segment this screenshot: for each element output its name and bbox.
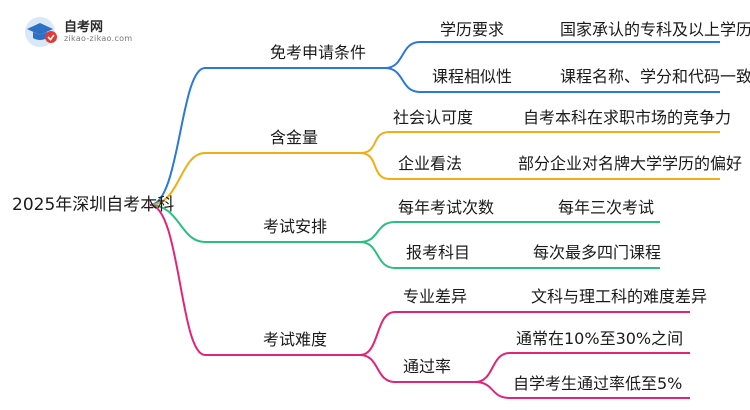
item-detail: 自学考生通过率低至5% bbox=[513, 374, 683, 393]
connector-b1-item2 bbox=[384, 67, 720, 93]
branch-label-difficulty: 考试难度 bbox=[263, 330, 328, 349]
connector-b1-item1 bbox=[384, 41, 720, 69]
item-label: 课程相似性 bbox=[432, 67, 513, 86]
item-detail: 文科与理工科的难度差异 bbox=[531, 287, 708, 306]
connector-root-branch3 bbox=[149, 204, 360, 243]
connector-root-branch4 bbox=[149, 204, 360, 356]
connector-b4-sub1 bbox=[474, 352, 690, 383]
item-detail: 通常在10%至30%之间 bbox=[516, 329, 684, 348]
branch-label-value: 含金量 bbox=[270, 128, 319, 147]
connector-b3-item2 bbox=[359, 241, 660, 269]
item-detail: 部分企业对名牌大学学历的偏好 bbox=[518, 154, 743, 173]
item-detail: 国家承认的专科及以上学历 bbox=[560, 20, 750, 39]
item-detail: 每年三次考试 bbox=[558, 198, 655, 217]
item-detail: 课程名称、学分和代码一致 bbox=[560, 67, 750, 86]
connector-b4-item2 bbox=[359, 354, 475, 383]
item-label: 企业看法 bbox=[398, 154, 463, 173]
item-label: 学历要求 bbox=[440, 20, 505, 39]
connector-b2-item2 bbox=[359, 152, 720, 180]
root-node: 2025年深圳自考本科 bbox=[12, 195, 175, 215]
connector-root-branch2 bbox=[149, 152, 360, 206]
item-label: 通过率 bbox=[403, 357, 452, 376]
connector-root-branch1 bbox=[149, 67, 385, 206]
item-detail: 每次最多四门课程 bbox=[533, 243, 662, 262]
branch-label-exemption: 免考申请条件 bbox=[270, 43, 367, 62]
connector-b3-item1 bbox=[359, 221, 660, 243]
graduation-cap-icon bbox=[25, 17, 57, 47]
site-logo: 自考网 zikao-zikao.com bbox=[20, 12, 138, 52]
item-label: 社会认可度 bbox=[393, 108, 474, 127]
connector-b4-item1 bbox=[359, 311, 690, 356]
connector-b4-sub2 bbox=[474, 381, 690, 399]
logo-url: zikao-zikao.com bbox=[64, 34, 133, 43]
item-label: 报考科目 bbox=[406, 243, 471, 262]
item-label: 专业差异 bbox=[403, 287, 468, 306]
branch-label-schedule: 考试安排 bbox=[263, 217, 328, 236]
connector-b2-item1 bbox=[359, 131, 720, 154]
item-label: 每年考试次数 bbox=[398, 198, 495, 217]
logo-name: 自考网 bbox=[64, 20, 104, 35]
item-detail: 自考本科在求职市场的竞争力 bbox=[523, 108, 732, 127]
